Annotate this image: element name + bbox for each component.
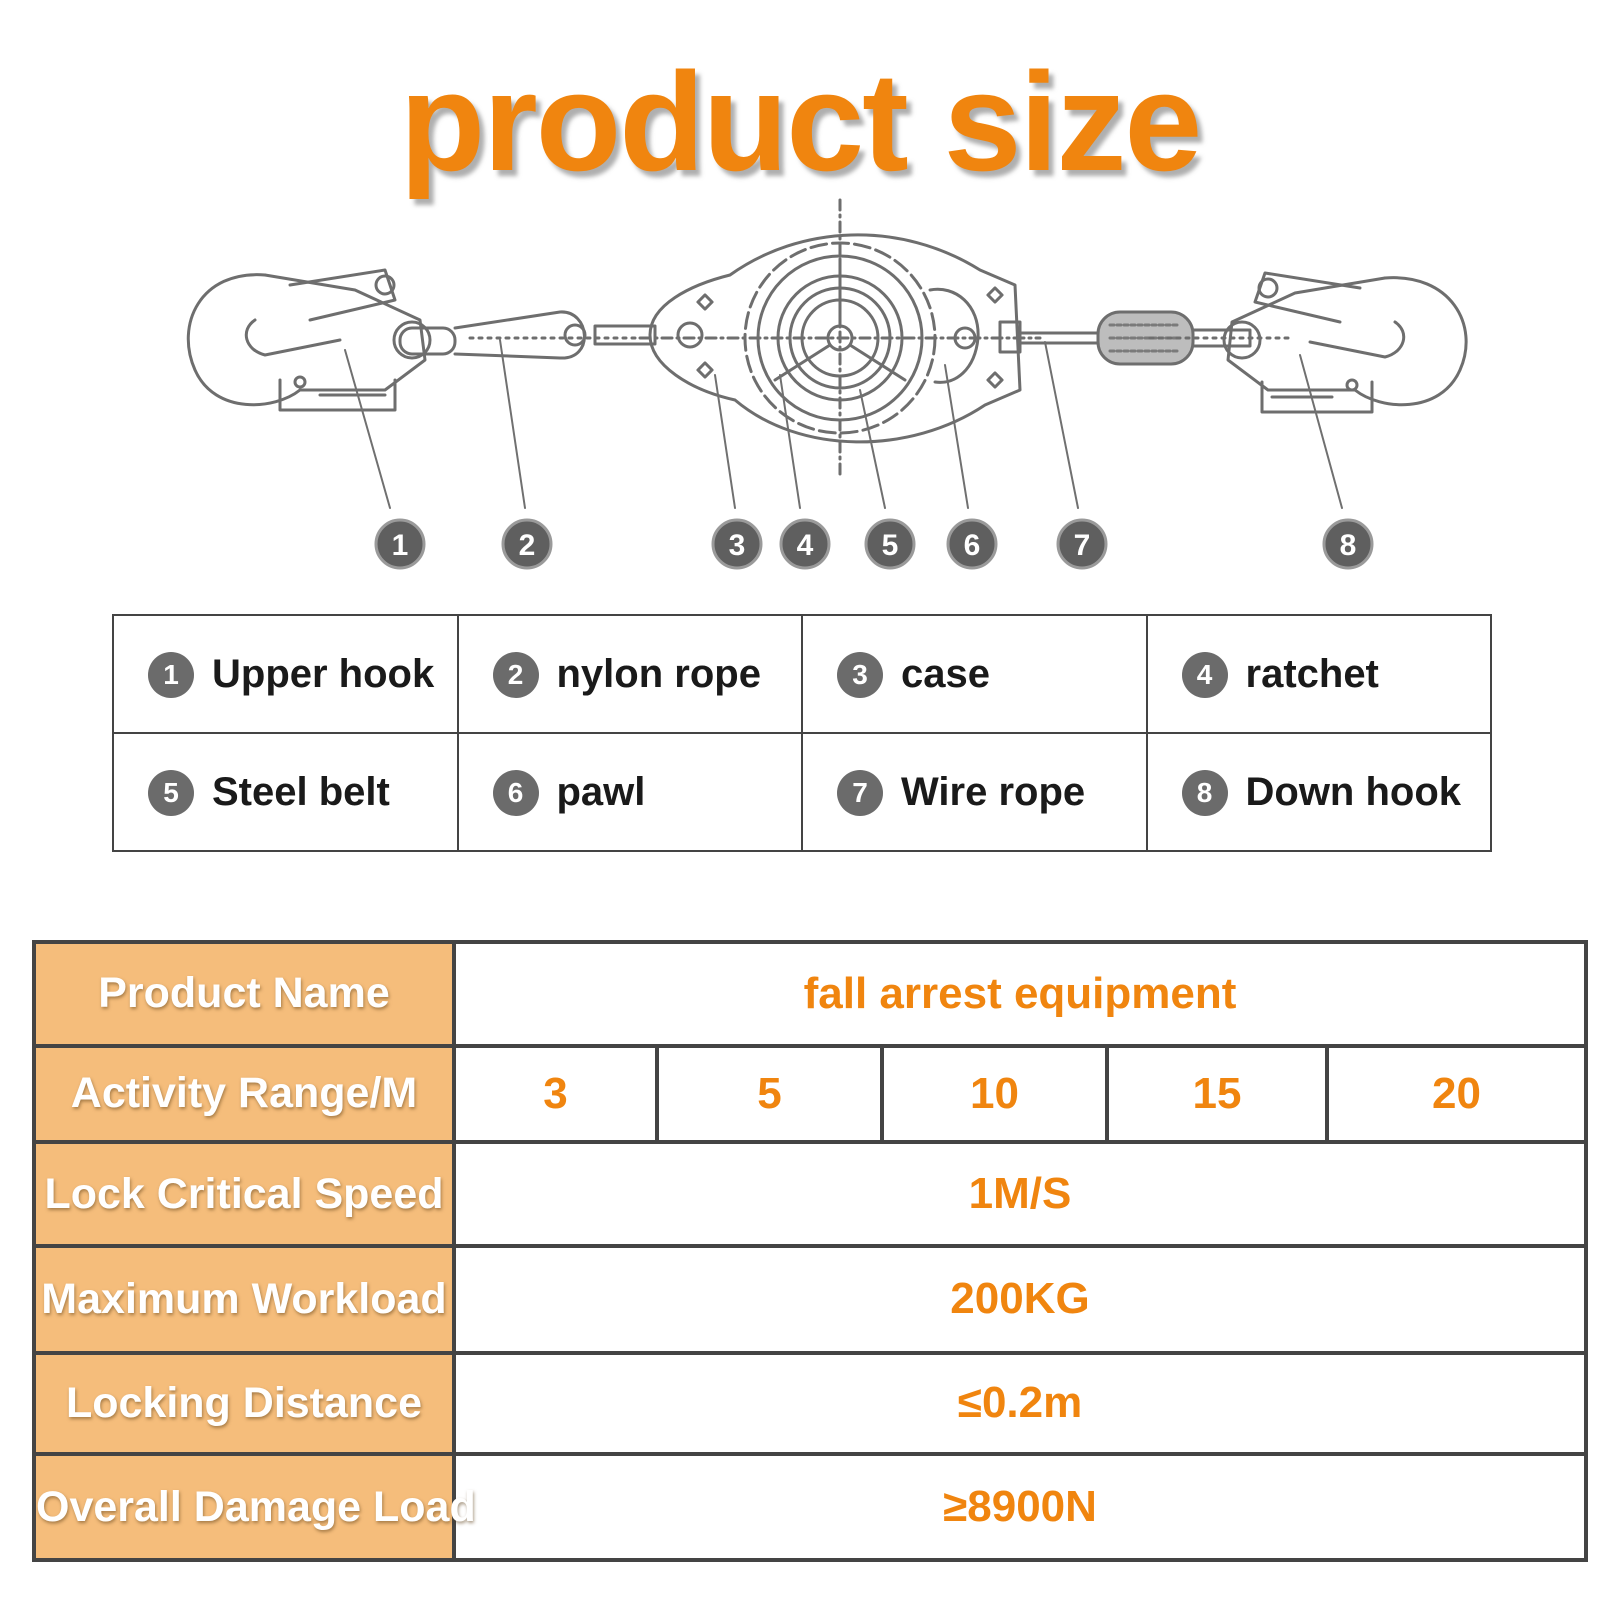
spec-row-lock-speed: Lock Critical Speed 1M/S xyxy=(32,1140,1589,1248)
part-cell-steel-belt: 5 Steel belt xyxy=(112,732,459,852)
spec-range-value: 5 xyxy=(655,1043,884,1145)
part-label: pawl xyxy=(556,770,646,815)
spec-value: ≤0.2m xyxy=(451,1350,1589,1457)
ratchet-drawing xyxy=(743,241,937,435)
down-hook-drawing xyxy=(1222,271,1468,414)
spec-label: Lock Critical Speed xyxy=(32,1140,456,1248)
callout-number: 2 xyxy=(519,529,536,562)
part-label: Steel belt xyxy=(212,770,390,815)
parts-row: 5 Steel belt 6 pawl 7 Wire rope 8 Down hook xyxy=(112,732,1492,852)
callout-number: 8 xyxy=(1340,529,1357,562)
callout-6: 6 xyxy=(946,518,998,570)
upper-hook-drawing xyxy=(186,268,432,412)
leader-lines xyxy=(344,339,1343,509)
spec-range-value: 3 xyxy=(452,1043,659,1145)
spec-row-max-workload: Maximum Workload 200KG xyxy=(32,1243,1589,1355)
callout-4: 4 xyxy=(779,518,831,570)
callout-2: 2 xyxy=(501,518,553,570)
part-number-badge: 2 xyxy=(492,651,539,698)
part-number-badge: 3 xyxy=(837,651,883,698)
spec-value: 1M/S xyxy=(451,1140,1589,1248)
case-drawing xyxy=(638,198,1042,477)
callout-number: 4 xyxy=(797,529,814,562)
callout-number: 6 xyxy=(964,529,981,562)
spec-label: Product Name xyxy=(32,940,456,1048)
spec-row-damage-load: Overall Damage Load ≥8900N xyxy=(32,1452,1589,1562)
spec-row-product-name: Product Name fall arrest equipment xyxy=(32,940,1589,1048)
callout-7: 7 xyxy=(1056,518,1108,570)
part-label: Wire rope xyxy=(901,770,1086,815)
callout-number: 3 xyxy=(729,529,746,562)
spec-value: ≥8900N xyxy=(451,1452,1589,1562)
parts-legend-table: 1 Upper hook 2 nylon rope 3 case 4 ratchet 5… xyxy=(112,614,1492,852)
wire-rope-drawing xyxy=(1018,310,1292,366)
spec-value: 200KG xyxy=(451,1243,1589,1355)
spec-label: Maximum Workload xyxy=(32,1243,456,1355)
part-cell-case: 3 case xyxy=(801,614,1148,734)
part-cell-upper-hook: 1 Upper hook xyxy=(112,614,459,734)
callout-number: 7 xyxy=(1074,529,1091,562)
callout-5: 5 xyxy=(864,518,916,570)
specifications-table: Product Name fall arrest equipment Activ… xyxy=(32,940,1589,1562)
part-number-badge: 1 xyxy=(148,651,194,698)
pawl-drawing xyxy=(928,287,1022,384)
part-number-badge: 4 xyxy=(1181,651,1228,698)
spec-row-activity-range: Activity Range/M 3 5 10 15 20 xyxy=(32,1043,1589,1145)
spec-label: Overall Damage Load xyxy=(32,1452,476,1562)
part-cell-pawl: 6 pawl xyxy=(456,732,803,852)
part-label: case xyxy=(901,652,990,697)
part-number-badge: 7 xyxy=(837,769,883,816)
callout-number: 1 xyxy=(392,529,409,562)
part-label: nylon rope xyxy=(556,652,761,697)
spec-range-value: 20 xyxy=(1324,1043,1589,1145)
part-label: ratchet xyxy=(1245,652,1379,697)
nylon-rope-drawing xyxy=(398,310,657,360)
product-diagram: 1 2 3 4 5 6 7 8 xyxy=(186,198,1468,570)
spec-range-value: 15 xyxy=(1105,1043,1329,1145)
part-cell-ratchet: 4 ratchet xyxy=(1145,614,1492,734)
callout-3: 3 xyxy=(711,518,763,570)
callout-1: 1 xyxy=(374,518,426,570)
page-title: product size xyxy=(399,43,1203,200)
spec-label: Activity Range/M xyxy=(32,1043,456,1145)
part-cell-nylon-rope: 2 nylon rope xyxy=(456,614,803,734)
parts-row: 1 Upper hook 2 nylon rope 3 case 4 ratchet xyxy=(112,614,1492,734)
spec-row-locking-distance: Locking Distance ≤0.2m xyxy=(32,1350,1589,1457)
part-label: Upper hook xyxy=(212,652,435,697)
callout-8: 8 xyxy=(1322,518,1374,570)
part-number-badge: 8 xyxy=(1181,769,1228,816)
part-cell-down-hook: 8 Down hook xyxy=(1145,732,1492,852)
spec-range-value: 10 xyxy=(880,1043,1109,1145)
part-label: Down hook xyxy=(1245,770,1462,815)
part-cell-wire-rope: 7 Wire rope xyxy=(801,732,1148,852)
spec-value: fall arrest equipment xyxy=(451,940,1589,1048)
spec-label: Locking Distance xyxy=(32,1350,456,1457)
callout-number: 5 xyxy=(882,529,899,562)
part-number-badge: 5 xyxy=(148,769,194,816)
part-number-badge: 6 xyxy=(492,769,539,816)
